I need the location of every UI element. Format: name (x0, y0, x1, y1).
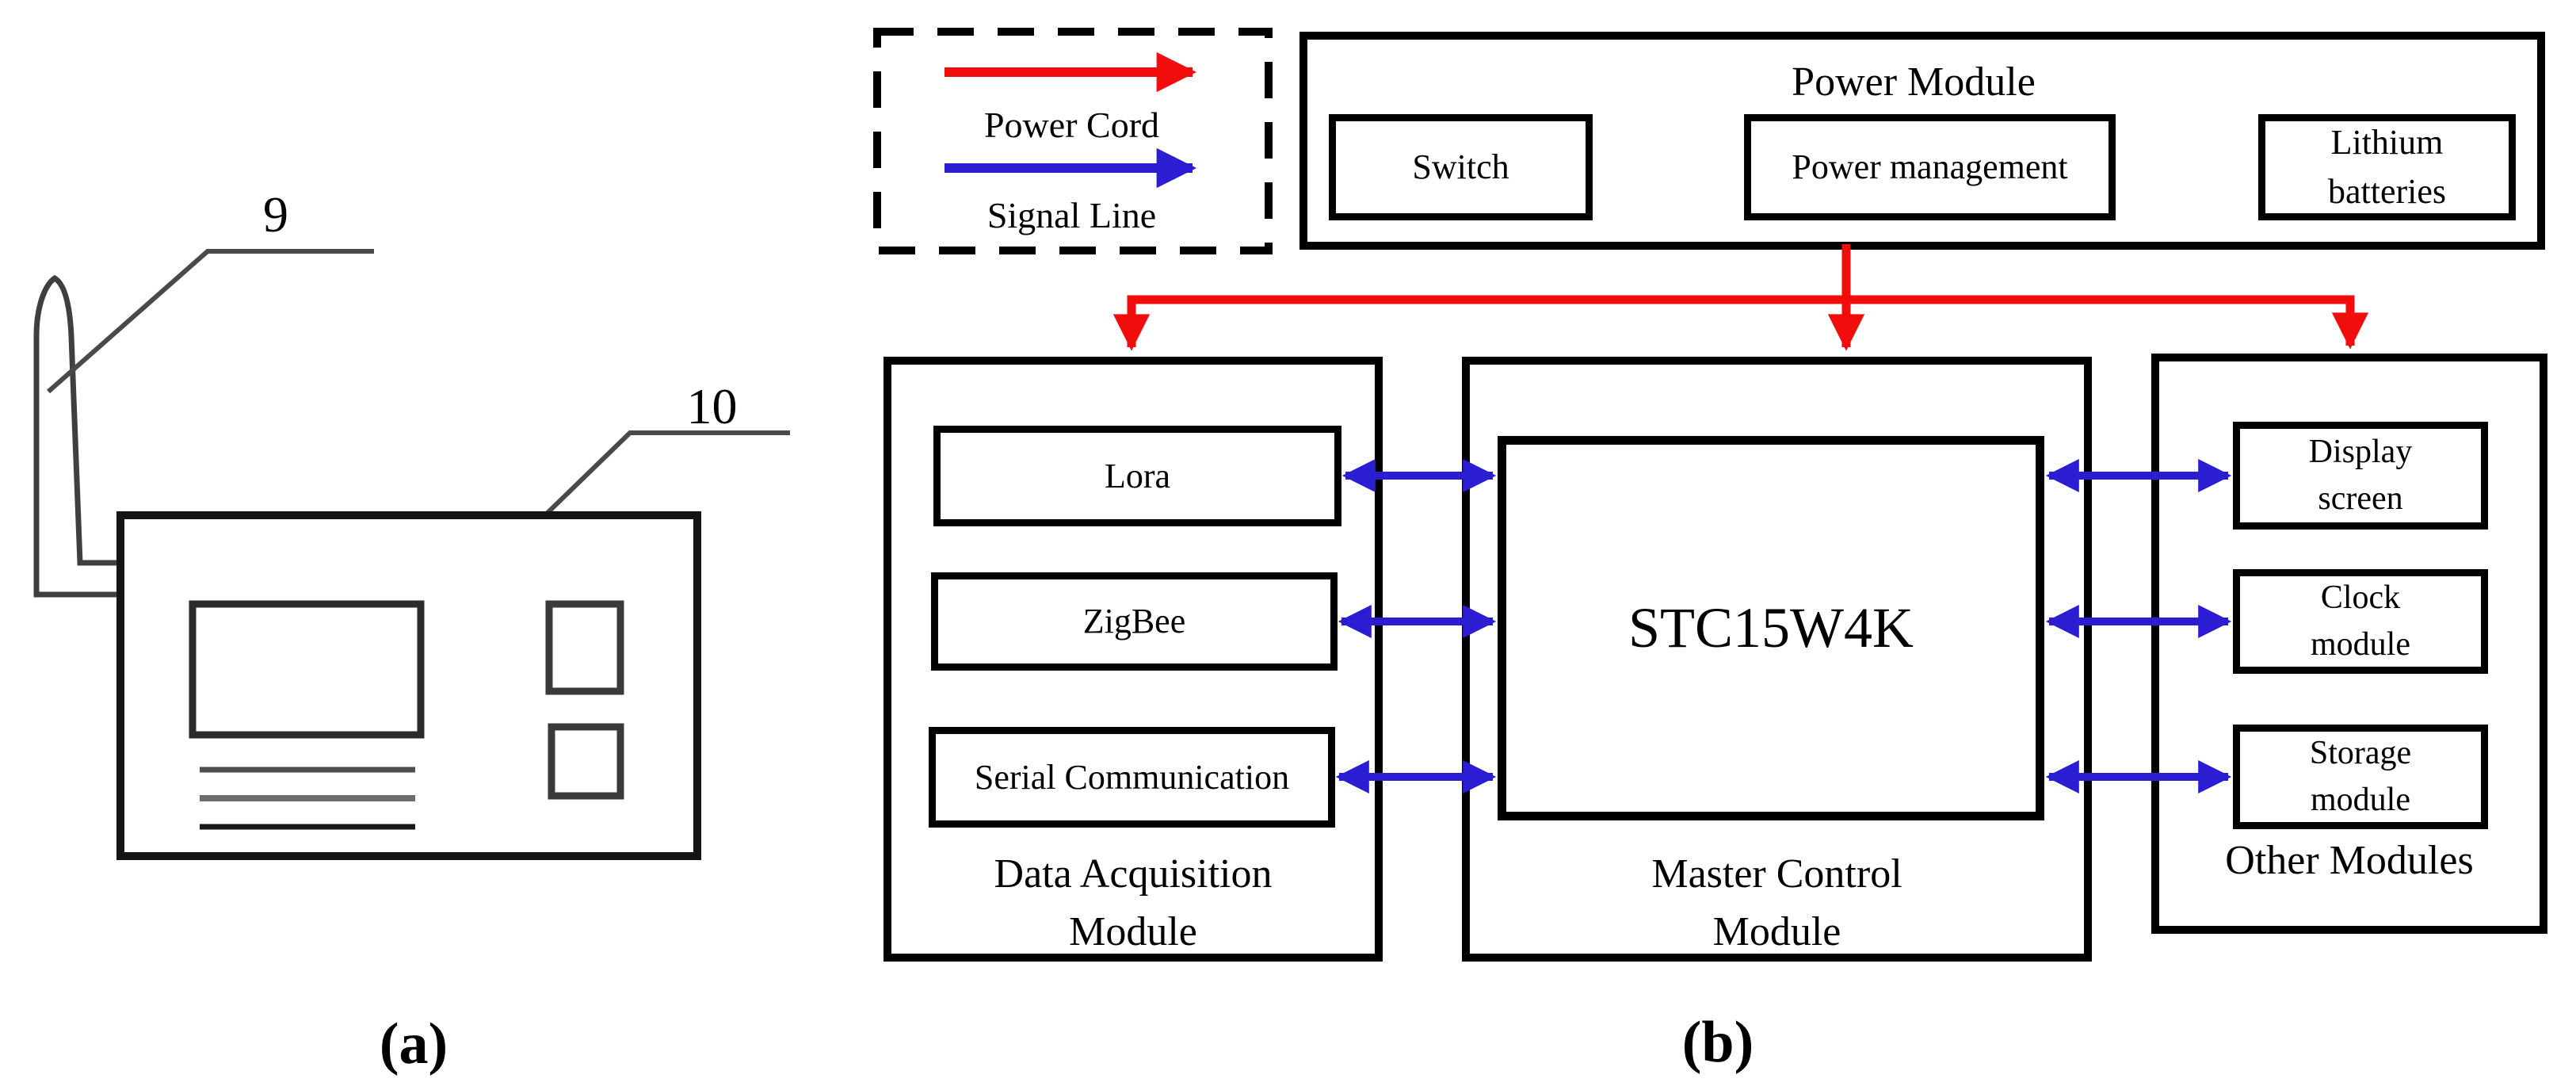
other-modules-title: Other Modules (2225, 838, 2474, 883)
callout-9-antenna: 9 (263, 186, 288, 243)
device-button-2 (548, 723, 624, 800)
panel-b-label: (b) (1681, 1010, 1754, 1075)
device-screen (189, 600, 425, 739)
panel-a-label: (a) (379, 1011, 448, 1076)
lithium-batteries-box: Lithium batteries (2258, 114, 2516, 220)
lithium-batteries-label: Lithium batteries (2327, 123, 2447, 211)
lora-label: Lora (1104, 456, 1171, 495)
leader-line-9 (47, 249, 374, 394)
power-module-title: Power Module (1792, 59, 2036, 105)
stc15w4k-label: STC15W4K (1628, 596, 1914, 660)
stc15w4k-box: STC15W4K (1498, 436, 2044, 820)
clock-module-label: Clock module (2311, 579, 2410, 663)
antenna-outline (33, 274, 120, 598)
serial-communication-box: Serial Communication (929, 727, 1335, 828)
display-screen-box: Display screen (2233, 422, 2488, 530)
clock-module-box: Clock module (2233, 569, 2488, 674)
storage-module-box: Storage module (2233, 725, 2488, 829)
legend-signal-line-label: Signal Line (987, 195, 1157, 235)
data-acquisition-module-title: Data Acquisition Module (994, 851, 1273, 954)
device-outline (116, 511, 701, 860)
power-management-label: Power management (1792, 147, 2068, 187)
power-management-box: Power management (1744, 114, 2116, 220)
device-button-1 (545, 600, 624, 695)
lora-box: Lora (933, 426, 1341, 526)
switch-label: Switch (1412, 147, 1509, 187)
serial-communication-label: Serial Communication (974, 757, 1290, 797)
switch-box: Switch (1329, 114, 1593, 220)
zigbee-label: ZigBee (1082, 602, 1186, 641)
storage-module-label: Storage module (2309, 735, 2412, 818)
legend-power-cord-label: Power Cord (983, 105, 1160, 145)
master-control-module-title: Master Control Module (1651, 851, 1902, 954)
display-screen-label: Display screen (2308, 434, 2413, 517)
callout-10-device: 10 (686, 378, 738, 434)
zigbee-box: ZigBee (931, 572, 1338, 671)
leader-line-10 (468, 430, 790, 590)
